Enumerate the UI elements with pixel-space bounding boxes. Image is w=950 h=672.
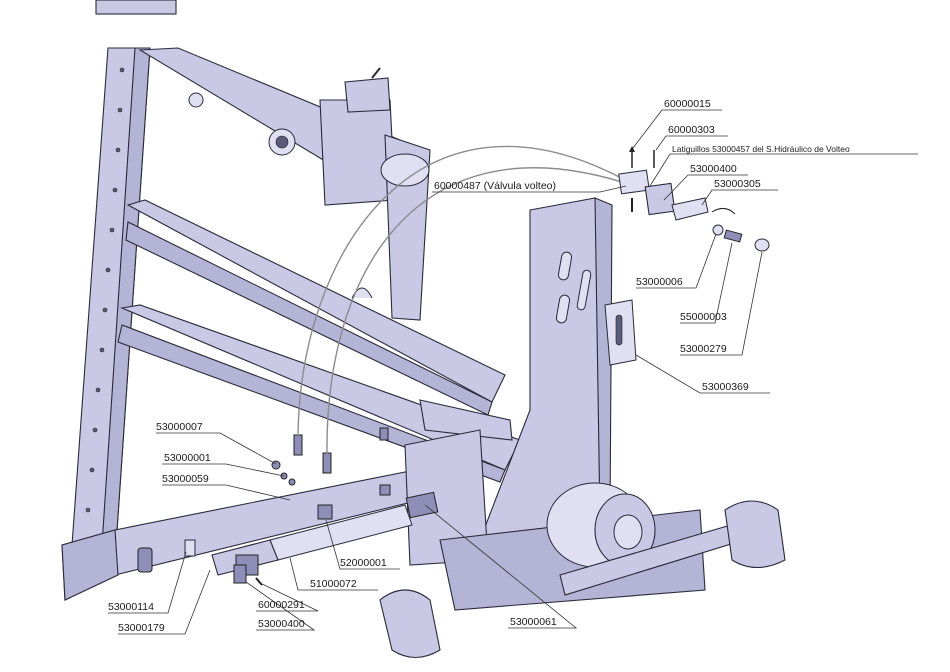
pivot-block — [320, 100, 395, 205]
fitting-left — [294, 435, 302, 455]
callout-60000303: 60000303 — [668, 124, 715, 136]
callout-53000061: 53000061 — [510, 616, 557, 628]
callout-60000291: 60000291 — [258, 599, 305, 611]
callout-52000001: 52000001 — [340, 557, 387, 569]
callout-53000007: 53000007 — [156, 421, 203, 433]
hose-connector — [672, 198, 708, 220]
valve-group — [619, 146, 769, 251]
top-frame-stub — [96, 0, 176, 14]
o-ring — [713, 225, 723, 235]
callout-53000001: 53000001 — [164, 452, 211, 464]
callout-53000279: 53000279 — [680, 343, 727, 355]
hose-fittings — [272, 435, 331, 485]
motor-hub — [614, 515, 642, 549]
pivot-tower — [405, 198, 770, 610]
beam-tab — [185, 540, 195, 556]
callout-53000400-top: 53000400 — [690, 163, 737, 175]
pivot-bore-hole — [276, 136, 288, 148]
callout-53000305: 53000305 — [714, 178, 761, 190]
callout-53000059: 53000059 — [162, 473, 209, 485]
right-shoe — [725, 501, 785, 568]
callout-53000369: 53000369 — [702, 381, 749, 393]
callout-60000015: 60000015 — [664, 98, 711, 110]
callout-53000006: 53000006 — [636, 276, 683, 288]
cylinder-port — [318, 505, 332, 519]
dust-cap — [755, 239, 769, 251]
beam-clamp — [138, 548, 152, 572]
beam-end-cap — [62, 530, 118, 600]
fitting-right — [323, 453, 331, 473]
nut — [380, 485, 390, 495]
valve-block — [619, 170, 650, 194]
callout-53000179: 53000179 — [118, 622, 165, 634]
quick-coupler — [724, 230, 742, 242]
callout-51000072: 51000072 — [310, 578, 357, 590]
top-bracket — [345, 78, 390, 112]
callout-60000487: 60000487 (Válvula volteo) — [434, 180, 556, 192]
callout-53000400-bottom: 53000400 — [258, 618, 305, 630]
left-shoe — [380, 590, 440, 658]
callout-latiguillos: Latiguillos 53000457 del S.Hidráulico de… — [672, 144, 850, 154]
bolt-60000291 — [256, 578, 262, 585]
bracket-53000400 — [234, 565, 246, 583]
top-pin — [189, 93, 203, 107]
post-top-cap — [381, 154, 429, 186]
callout-55000003: 55000003 — [680, 311, 727, 323]
valve-body — [645, 183, 675, 214]
callout-53000114: 53000114 — [108, 601, 154, 613]
top-nut — [380, 428, 388, 440]
